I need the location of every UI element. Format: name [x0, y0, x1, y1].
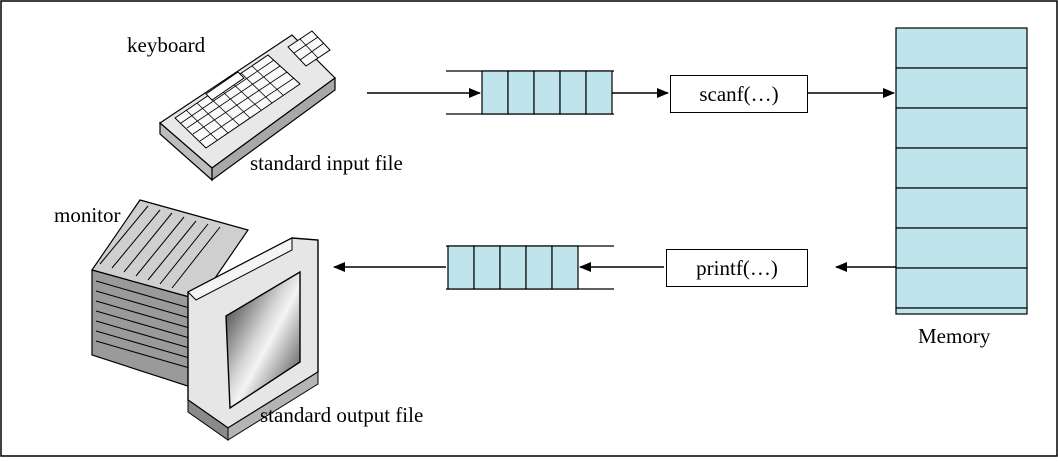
- memory-cell: [895, 227, 1028, 269]
- buffer-cell: [585, 70, 613, 115]
- buffer-cell: [507, 70, 535, 115]
- memory-label: Memory: [918, 324, 991, 348]
- memory-cell: [895, 67, 1028, 109]
- keyboard-label: keyboard: [127, 33, 206, 57]
- buffer-cell: [525, 245, 553, 290]
- keyboard-icon: [159, 30, 336, 182]
- input-buffer: [446, 70, 614, 115]
- scanf-box: scanf(…): [670, 75, 808, 113]
- memory-cell: [895, 307, 1028, 315]
- monitor-icon: [91, 199, 319, 441]
- buffer-cell: [559, 70, 587, 115]
- standard-output-label: standard output file: [260, 403, 424, 427]
- monitor-label: monitor: [54, 203, 121, 227]
- buffer-cell: [481, 70, 509, 115]
- standard-input-label: standard input file: [250, 151, 403, 175]
- output-buffer: [446, 245, 614, 290]
- buffer-cell: [533, 70, 561, 115]
- memory-block: [895, 27, 1028, 315]
- memory-cell: [895, 187, 1028, 229]
- scanf-label: scanf(…): [699, 81, 779, 106]
- printf-label: printf(…): [696, 255, 778, 280]
- printf-box: printf(…): [666, 249, 808, 287]
- buffer-cell: [473, 245, 501, 290]
- memory-cell: [895, 27, 1028, 69]
- memory-cell: [895, 267, 1028, 309]
- memory-cell: [895, 107, 1028, 149]
- memory-cell: [895, 147, 1028, 189]
- buffer-cell: [551, 245, 579, 290]
- buffer-cell: [447, 245, 475, 290]
- buffer-cell: [499, 245, 527, 290]
